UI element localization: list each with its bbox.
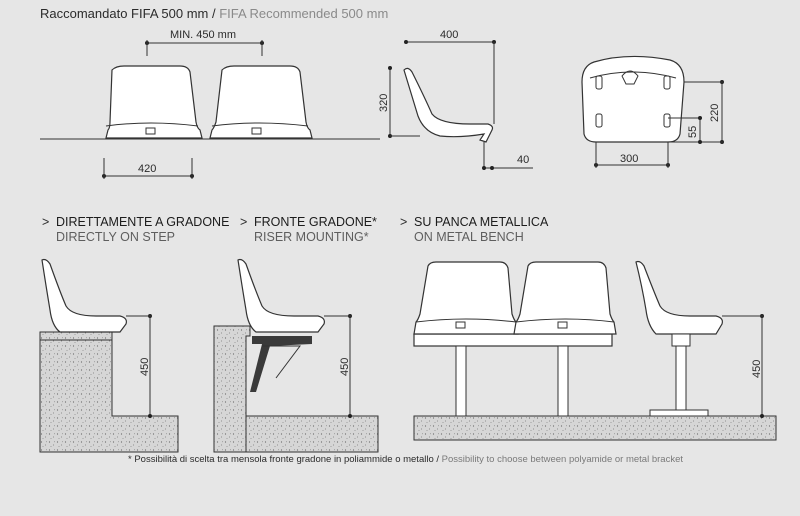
footnote-italian: * Possibilità di scelta tra mensola fron… (128, 454, 434, 465)
section-marker: > (400, 215, 408, 229)
top-width-label: 300 (620, 153, 638, 165)
section-title-italian: DIRETTAMENTE A GRADONE (56, 215, 230, 229)
bench-mount-drawing: 450 (413, 260, 777, 441)
title-separator: / (208, 6, 220, 21)
top-depth-label: 220 (709, 104, 721, 122)
title-italian: Raccomandato FIFA 500 mm (40, 6, 209, 21)
section-marker: > (240, 215, 248, 229)
bench-height-label: 450 (751, 360, 763, 378)
side-height-label: 320 (378, 94, 390, 112)
riser-mount-drawing: 450 (213, 258, 379, 453)
seat-width-label: 420 (138, 163, 156, 175)
front-view-seat-right (209, 65, 313, 139)
step-mount-drawing: 450 (39, 258, 179, 453)
footnote-separator: / (433, 454, 442, 465)
footnote: * Possibilità di scelta tra mensola fron… (128, 454, 683, 465)
riser-height-label: 450 (339, 358, 351, 376)
footnote-english: Possibility to choose between polyamide … (441, 454, 683, 465)
side-view-seat (403, 67, 494, 143)
section-title-english: DIRECTLY ON STEP (56, 230, 176, 244)
top-small-label: 55 (687, 126, 699, 138)
page-title: Raccomandato FIFA 500 mm / FIFA Recommen… (40, 6, 388, 21)
section-title-metal-bench: > SU PANCA METALLICA ON METAL BENCH (400, 215, 548, 245)
top-view-seat (581, 55, 685, 143)
section-title-riser-mounting: > FRONTE GRADONE* RISER MOUNTING* (240, 215, 377, 245)
section-title-english: RISER MOUNTING* (254, 230, 369, 244)
front-view-seat-left (105, 65, 203, 139)
step-height-label: 450 (139, 358, 151, 376)
section-title-italian: FRONTE GRADONE* (254, 215, 377, 229)
min-gap-label: MIN. 450 mm (170, 29, 236, 41)
side-depth-label: 400 (440, 29, 458, 41)
side-small-label: 40 (517, 154, 529, 166)
section-marker: > (42, 215, 50, 229)
section-title-italian: SU PANCA METALLICA (414, 215, 549, 229)
section-title-english: ON METAL BENCH (414, 230, 524, 244)
title-english: FIFA Recommended 500 mm (219, 6, 389, 21)
section-title-direct-step: > DIRETTAMENTE A GRADONE DIRECTLY ON STEP (42, 215, 229, 245)
